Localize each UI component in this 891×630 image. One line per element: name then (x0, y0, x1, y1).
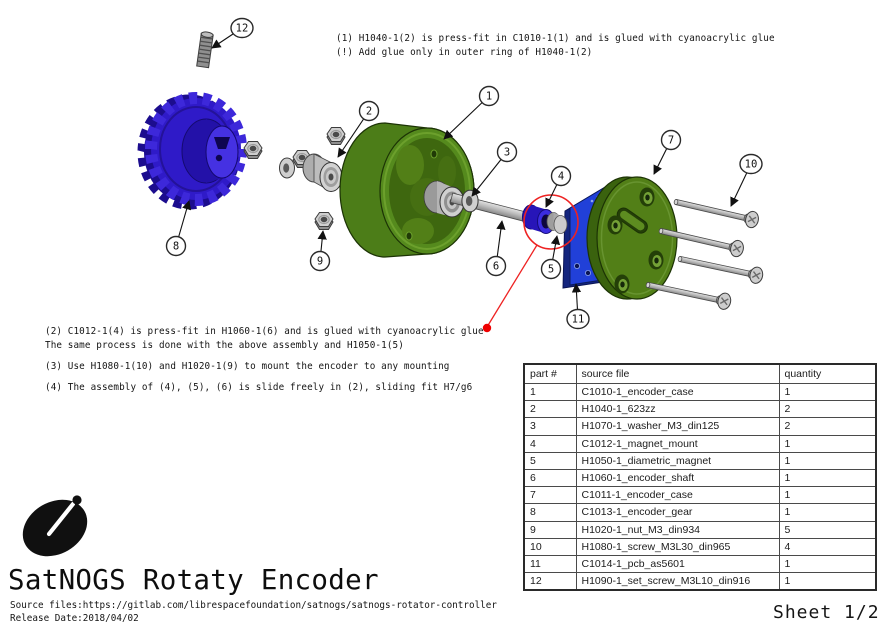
col-header-source-file: source file (575, 363, 780, 384)
svg-text:7: 7 (668, 135, 674, 147)
svg-text:2: 2 (366, 106, 372, 118)
svg-text:10: 10 (745, 159, 758, 171)
part-nut (243, 140, 263, 160)
part-diametric-magnet (546, 212, 568, 234)
callout-7: 7 (653, 129, 682, 175)
svg-text:9: 9 (317, 256, 323, 268)
satnogs-logo (22, 495, 88, 557)
svg-text:12: 12 (236, 23, 249, 35)
callout-8: 8 (165, 200, 192, 257)
callout-9: 9 (309, 230, 331, 272)
assembly-note-2-line2: The same process is done with the above … (45, 340, 404, 351)
svg-text:8: 8 (173, 241, 179, 253)
page-title: SatNOGS Rotaty Encoder (8, 564, 379, 596)
callout-2: 2 (337, 100, 380, 158)
col-header-quantity: quantity (778, 363, 877, 384)
svg-text:11: 11 (572, 314, 585, 326)
assembly-note-1-line1: (1) H1040-1(2) is press-fit in C1010-1(1… (336, 33, 775, 44)
callout-5: 5 (540, 235, 562, 280)
col-header-part: part # (523, 363, 577, 384)
part-bearing-623zz (302, 153, 343, 193)
table-header-row: part # source file quantity (523, 363, 877, 384)
callout-4: 4 (545, 165, 572, 208)
part-screw-m3 (675, 249, 765, 286)
svg-text:3: 3 (504, 147, 510, 159)
callout-11: 11 (566, 283, 590, 330)
callout-10: 10 (730, 153, 763, 207)
assembly-note-2-line1: (2) C1012-1(4) is press-fit in H1060-1(6… (45, 326, 484, 337)
svg-text:4: 4 (558, 171, 564, 183)
assembly-note-4: (4) The assembly of (4), (5), (6) is sli… (45, 382, 473, 393)
callout-1: 1 (443, 85, 500, 140)
callout-3: 3 (471, 141, 518, 197)
sheet-number: Sheet 1/2 (773, 602, 880, 623)
part-encoder-case (339, 122, 475, 258)
part-encoder-case-plate (586, 176, 678, 300)
part-nut (314, 211, 334, 231)
assembly-note-1-line2: (!) Add glue only in outer ring of H1040… (336, 47, 593, 58)
svg-text:5: 5 (548, 264, 554, 276)
part-screw-m3 (671, 192, 761, 230)
source-files-line: Source files:https://gitlab.com/librespa… (10, 600, 497, 611)
callout-12: 12 (211, 17, 254, 49)
part-set-screw (196, 31, 214, 69)
part-washer-m3 (461, 189, 479, 213)
release-date-line: Release Date:2018/04/02 (10, 613, 139, 624)
glue-note-leader (482, 194, 579, 333)
part-encoder-gear (137, 92, 247, 210)
callout-6: 6 (485, 220, 507, 277)
part-nut (326, 126, 346, 146)
svg-text:1: 1 (486, 91, 492, 103)
part-washer (279, 157, 295, 179)
svg-text:6: 6 (493, 261, 499, 273)
assembly-note-3: (3) Use H1080-1(10) and H1020-1(9) to mo… (45, 361, 450, 372)
